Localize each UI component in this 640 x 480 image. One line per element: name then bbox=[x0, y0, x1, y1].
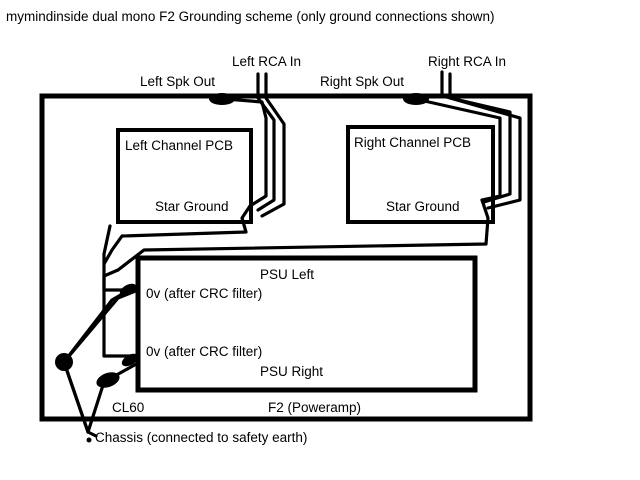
chassis-wire bbox=[62, 360, 98, 438]
chassis-label: Chassis (connected to safety earth) bbox=[95, 430, 307, 445]
right-spk-out-connector bbox=[403, 93, 429, 105]
left-channel-pcb-label: Left Channel PCB bbox=[125, 138, 233, 153]
enclosure-outline bbox=[39, 93, 533, 422]
left-spk-wire bbox=[224, 97, 268, 208]
left-spk-out-label: Left Spk Out bbox=[140, 74, 215, 89]
left-star-to-psu-wire bbox=[102, 204, 252, 266]
chassis-junction bbox=[55, 353, 73, 371]
ground-bus-vertical bbox=[102, 224, 140, 358]
left-star-ground-label: Star Ground bbox=[155, 199, 229, 214]
right-zero-junction bbox=[121, 353, 139, 367]
cl60-label: CL60 bbox=[112, 400, 144, 415]
enclosure-label: F2 (Poweramp) bbox=[268, 400, 361, 415]
left-spk-out-connector bbox=[209, 93, 235, 105]
left-zero-junction bbox=[119, 283, 137, 297]
psu-right-label: PSU Right bbox=[260, 364, 323, 379]
zero-v-left-label: 0v (after CRC filter) bbox=[146, 286, 262, 301]
zero-v-right-label: 0v (after CRC filter) bbox=[146, 344, 262, 359]
psu-left-label: PSU Left bbox=[260, 267, 314, 282]
left-rca-wire bbox=[256, 72, 276, 212]
cl60-component bbox=[96, 372, 120, 388]
psu-right-zero-wire bbox=[62, 288, 140, 364]
left-rca-in-label: Left RCA In bbox=[232, 54, 301, 69]
diagram-title: mymindinside dual mono F2 Grounding sche… bbox=[6, 9, 495, 24]
right-spk-out-label: Right Spk Out bbox=[320, 74, 404, 89]
right-star-to-psu-wire bbox=[116, 198, 490, 272]
right-rca-in-label: Right RCA In bbox=[428, 54, 506, 69]
chassis-point bbox=[86, 437, 92, 443]
right-channel-pcb-label: Right Channel PCB bbox=[354, 135, 471, 150]
right-star-ground-label: Star Ground bbox=[386, 199, 460, 214]
right-spk-wire bbox=[418, 98, 502, 202]
left-channel-pcb-box bbox=[116, 128, 253, 224]
right-rca-wire-2 bbox=[448, 72, 522, 210]
left-rca-wire-2 bbox=[260, 72, 286, 218]
psu-box bbox=[135, 255, 478, 393]
right-channel-pcb-box bbox=[346, 125, 495, 224]
